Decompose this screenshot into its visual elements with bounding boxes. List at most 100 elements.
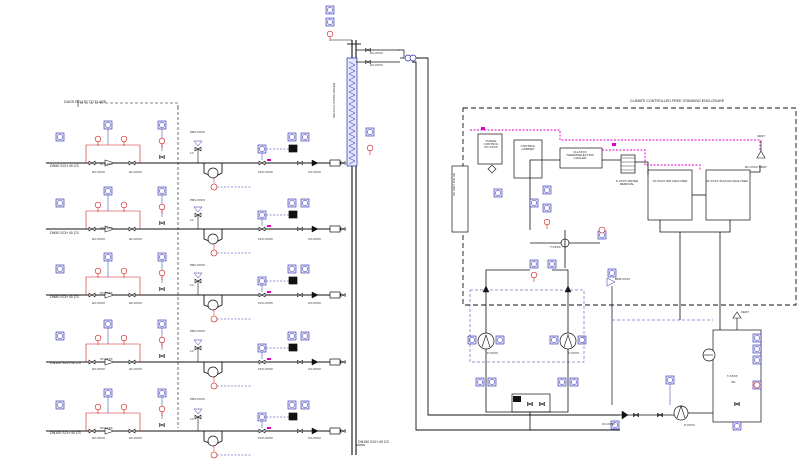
drain-line [80, 102, 179, 108]
pressure-indicator-icon [544, 187, 550, 193]
vent-valve-label: RV-XXXX VENT [745, 165, 767, 169]
pump-arrow-icon [676, 405, 686, 419]
level-indicator-icon [754, 346, 760, 352]
loop-seal-icon [207, 435, 219, 447]
header-valve-icon [340, 161, 346, 165]
hand-valve-tag-2: HV-XXXX [92, 237, 106, 241]
pressure-indicator-icon [159, 390, 165, 396]
mixer-element-icon [348, 127, 356, 135]
fcv-tag-4: FCV-XXXX [258, 367, 273, 371]
tank-vent-label: VENT [741, 310, 750, 314]
tee-label: T-XXXX [550, 245, 561, 249]
hand-valve-icon [297, 359, 303, 365]
pressure-indicator-icon [159, 188, 165, 194]
return-pump-label: P-XXXX [684, 423, 696, 427]
cv-tag-4: CV-XXXX [308, 367, 322, 371]
heat-trace-tag [267, 427, 271, 429]
prv-tag-5: PRV-XXXX [190, 397, 205, 401]
mixer-element-icon [348, 145, 356, 153]
sulfur-analyzer-box [705, 169, 751, 221]
pressure-indicator-icon [159, 321, 165, 327]
top-valve-label-1: HV-XXXX [370, 51, 384, 55]
actuator-icon [513, 396, 521, 402]
line-label-5: DN100 SCH 40 CS [50, 431, 81, 435]
regulator-actuator-icon [193, 140, 203, 147]
bypass-loop [85, 276, 141, 295]
vent-label: VENT [757, 134, 766, 138]
tank-sub-label: OIL [731, 380, 736, 384]
hand-valve-icon [734, 402, 740, 406]
tie-in-box [329, 225, 341, 233]
mixer-element-icon [348, 151, 356, 159]
pressure-indicator-icon [367, 129, 373, 135]
pressure-indicator-icon [469, 337, 475, 343]
mixer-element-icon [348, 97, 356, 105]
flow-control-valve-icon [258, 428, 266, 434]
hand-valve-icon [88, 428, 96, 434]
bypass-loop [85, 343, 141, 362]
flow-control-valve-icon [258, 226, 266, 232]
control-cabinet-box [513, 139, 543, 179]
hand-valve-icon [128, 160, 136, 166]
actuator-icon [288, 144, 298, 153]
pressure-indicator-icon [531, 200, 537, 206]
header-valve-icon [340, 429, 346, 433]
actuator-icon [288, 412, 298, 421]
line-label-3: DN80 SCH 40 CS [50, 295, 79, 299]
flow-indicator-icon [302, 200, 308, 206]
flow-indicator-icon [289, 333, 295, 339]
bpr-label: BPR-XXXX [615, 277, 631, 281]
hand-valve-tag-1b: HV-XXXX [129, 170, 143, 174]
tie-in-box [329, 291, 341, 299]
mixer-element-icon [348, 157, 356, 165]
pressure-indicator-icon [105, 390, 111, 396]
pump-a-label: P-XXXX [487, 351, 499, 355]
fcv-tag-2: FCV-XXXX [258, 237, 273, 241]
chiller-label: CH-XXXX THERMOELECTRIC CHILLER [566, 150, 594, 160]
pipe-line [659, 220, 731, 233]
strainer-icon [104, 159, 115, 167]
pressure-indicator-icon [327, 19, 333, 25]
mixer-element-icon [348, 85, 356, 93]
hand-valve-icon [297, 160, 303, 166]
mixer-element-icon [348, 73, 356, 81]
heat-trace-tag [267, 291, 271, 293]
pressure-indicator-icon [551, 337, 557, 343]
temperature-element-icon [753, 381, 761, 389]
heat-trace-tag [612, 143, 616, 146]
flow-transmitter-icon [259, 278, 265, 284]
pump-arrow-icon [563, 334, 573, 348]
chiller-box [559, 147, 603, 169]
hand-valve-icon [128, 226, 136, 232]
check-valve-icon [311, 427, 319, 435]
relief-valve-icon [94, 135, 102, 143]
cv-tag-1: CV-XXXX [308, 170, 322, 174]
pressure-indicator-icon [57, 266, 63, 272]
pressure-indicator-icon [559, 379, 565, 385]
header-valve-icon [340, 360, 346, 364]
loop-seal-icon [207, 167, 219, 179]
lc-tag-1: LC [190, 151, 194, 155]
pressure-indicator-icon [105, 188, 111, 194]
check-valve-icon [311, 159, 319, 167]
strainer-tag-1: ST-XXXX [100, 162, 113, 166]
relief-valve-icon [326, 30, 334, 38]
flow-indicator-icon [302, 134, 308, 140]
instrument-valve-icon [159, 220, 165, 226]
hand-valve-icon [88, 160, 96, 166]
mixer-element-icon [348, 139, 356, 147]
relief-valve-icon [94, 201, 102, 209]
signal-loop [469, 289, 585, 363]
pressure-indicator-icon [549, 261, 555, 267]
pressure-indicator-icon [57, 333, 63, 339]
pipe-line [485, 400, 569, 413]
prv-tag-4: PRV-XXXX [190, 329, 205, 333]
hand-valve-icon [128, 359, 136, 365]
lc-tag-2: LC [190, 218, 194, 222]
hand-valve-tag-5b: HV-XXXX [129, 436, 143, 440]
tie-in-box [329, 159, 341, 167]
relief-valve-icon [94, 403, 102, 411]
check-valve-icon [311, 291, 319, 299]
relief-valve-icon [158, 203, 166, 211]
level-indicator-icon [754, 335, 760, 341]
